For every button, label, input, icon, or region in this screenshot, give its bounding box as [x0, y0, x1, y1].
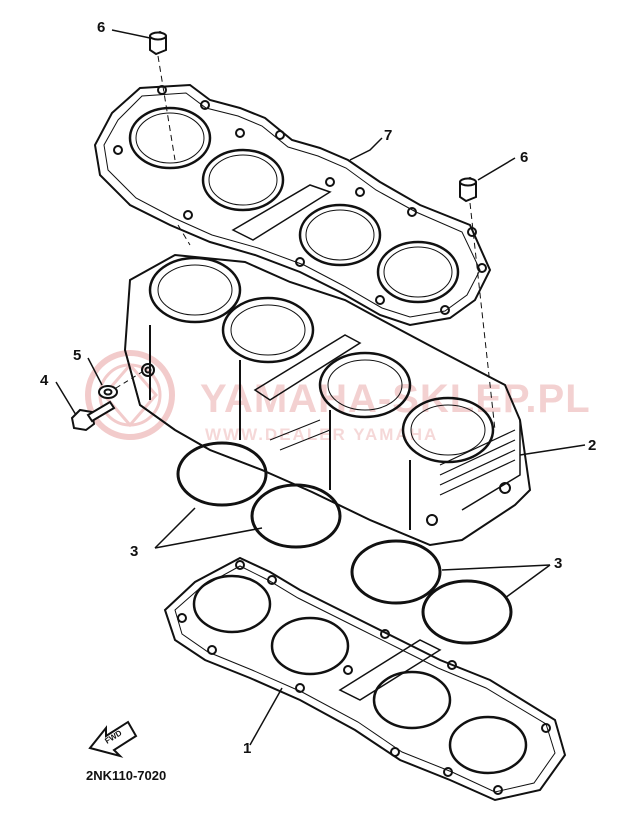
forward-direction-arrow-icon: FWD	[88, 720, 138, 758]
callout-4: 4	[40, 372, 49, 389]
watermark-sub-text: WWW.DEALER YAMAHA	[205, 425, 438, 444]
part-2-cylinder-block	[123, 253, 532, 547]
diagram-reference-code: 2NK110-7020	[86, 768, 166, 783]
callout-3-right: 3	[554, 555, 562, 572]
leader-lines	[55, 29, 586, 746]
o-ring-4	[421, 579, 513, 645]
callout-7: 7	[384, 127, 392, 144]
part-7-head-gasket	[93, 83, 492, 327]
callout-6-right: 6	[520, 149, 528, 166]
o-ring-2	[250, 483, 342, 549]
part-4-bolt	[70, 400, 116, 432]
part-6-dowel-right	[459, 176, 477, 203]
callout-1: 1	[243, 740, 251, 757]
part-6-dowel-left	[149, 30, 167, 56]
callout-3-left: 3	[130, 543, 138, 560]
dowel-left-alignment-line-2	[177, 224, 191, 246]
dowel-left-alignment-line	[157, 55, 176, 161]
dowel-right-alignment-line	[469, 202, 496, 431]
callout-6-top: 6	[97, 19, 105, 36]
o-ring-1	[176, 441, 268, 507]
callout-5: 5	[73, 347, 81, 364]
o-ring-3	[350, 539, 442, 605]
part-1-base-gasket	[163, 556, 567, 802]
callout-2: 2	[588, 437, 596, 454]
part-3-o-rings	[176, 441, 513, 645]
part-5-washer	[98, 385, 118, 399]
